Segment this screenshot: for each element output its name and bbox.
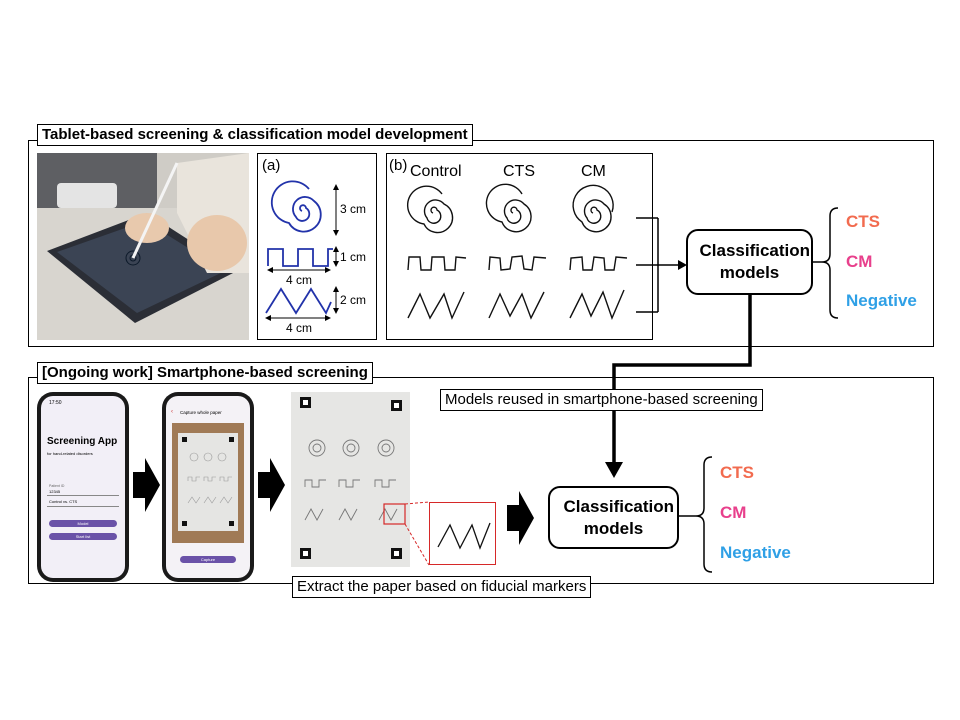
- tablet-photo-illustration: [37, 153, 249, 340]
- phone1-app-title: Screening App: [47, 436, 118, 447]
- top-classification-models-label: Classification models: [699, 241, 811, 282]
- zigzag-height-label: 2 cm: [340, 293, 367, 307]
- extract-note: Extract the paper based on fiducial mark…: [292, 576, 592, 598]
- phone1-model-button[interactable]: Model: [49, 520, 117, 527]
- bottom-section-title: [Ongoing work] Smartphone-based screenin…: [37, 362, 373, 384]
- bottom-classification-models-label: Classification models: [563, 496, 675, 538]
- bottom-outcome-cts: CTS: [720, 463, 754, 482]
- panel-b: [386, 153, 653, 340]
- phone2-paper-marks: [182, 437, 234, 526]
- phone1-app-subtitle: for hand-related disorders: [47, 451, 93, 456]
- control-zigzag: [407, 291, 465, 320]
- phone1-field2-value[interactable]: Control vs. CTS: [49, 499, 78, 504]
- top-outcome-negative: Negative: [846, 291, 917, 310]
- control-square: [407, 256, 467, 271]
- arrow-to-classifier: [507, 491, 534, 545]
- panel-a-label: (a): [262, 157, 281, 174]
- panel-a: [257, 153, 377, 340]
- tablet-photo: [37, 153, 249, 340]
- phone1-start-button[interactable]: Start list: [49, 533, 117, 540]
- cm-spiral: [572, 184, 614, 233]
- paper-highlight-box: [383, 503, 406, 525]
- extracted-paper: [291, 392, 410, 567]
- cm-zigzag: [569, 289, 625, 320]
- top-outcome-cts: CTS: [846, 212, 880, 231]
- phone1-screen: 17:50 Screening App for hand-related dis…: [41, 396, 125, 578]
- spiral-height-label: 3 cm: [340, 202, 367, 216]
- phone1-field1-value[interactable]: 12345: [49, 489, 61, 494]
- phone1-field1-label: Patient ID: [49, 484, 65, 488]
- square-height-label: 1 cm: [340, 250, 367, 264]
- top-classification-models: Classification models: [686, 229, 813, 295]
- spiral-shape: [270, 180, 322, 233]
- control-spiral: [406, 185, 454, 234]
- column-cm-label: CM: [581, 163, 606, 180]
- arrow-phone1-to-phone2: [133, 458, 160, 512]
- extracted-paper-content: [300, 397, 406, 559]
- bottom-classification-models: Classification models: [548, 486, 679, 549]
- zigzag-shape: [265, 287, 332, 315]
- top-outcome-cm: CM: [846, 252, 873, 271]
- phone-screening-app: 17:50 Screening App for hand-related dis…: [37, 392, 129, 582]
- square-wave-shape: [267, 248, 333, 267]
- column-cts-label: CTS: [503, 163, 535, 180]
- zoom-inset: [429, 502, 496, 565]
- phone2-camera-view: [172, 423, 244, 543]
- phone2-screen: ‹ Capture whole paper Capture: [166, 396, 250, 578]
- zoom-inset-zigzag: [437, 522, 491, 550]
- cts-spiral: [485, 183, 532, 233]
- reuse-note: Models reused in smartphone-based screen…: [440, 389, 763, 411]
- panel-b-label: (b): [389, 157, 408, 174]
- phone-capture: ‹ Capture whole paper Capture: [162, 392, 254, 582]
- square-width-label: 4 cm: [286, 273, 313, 287]
- bottom-outcome-cm: CM: [720, 503, 747, 522]
- top-section-title: Tablet-based screening & classification …: [37, 124, 473, 146]
- phone2-header: Capture whole paper: [180, 410, 222, 415]
- column-control-label: Control: [410, 163, 462, 180]
- zigzag-width-label: 4 cm: [286, 321, 313, 335]
- bottom-outcome-negative: Negative: [720, 543, 791, 562]
- phone1-time: 17:50: [49, 400, 62, 406]
- top-section-frame: [28, 140, 934, 347]
- phone2-capture-button[interactable]: Capture: [180, 556, 236, 563]
- cts-zigzag: [488, 291, 545, 320]
- arrow-phone2-to-paper: [258, 458, 285, 512]
- cts-square: [488, 255, 547, 271]
- cm-square: [569, 256, 628, 271]
- phone2-back-icon[interactable]: ‹: [171, 409, 173, 415]
